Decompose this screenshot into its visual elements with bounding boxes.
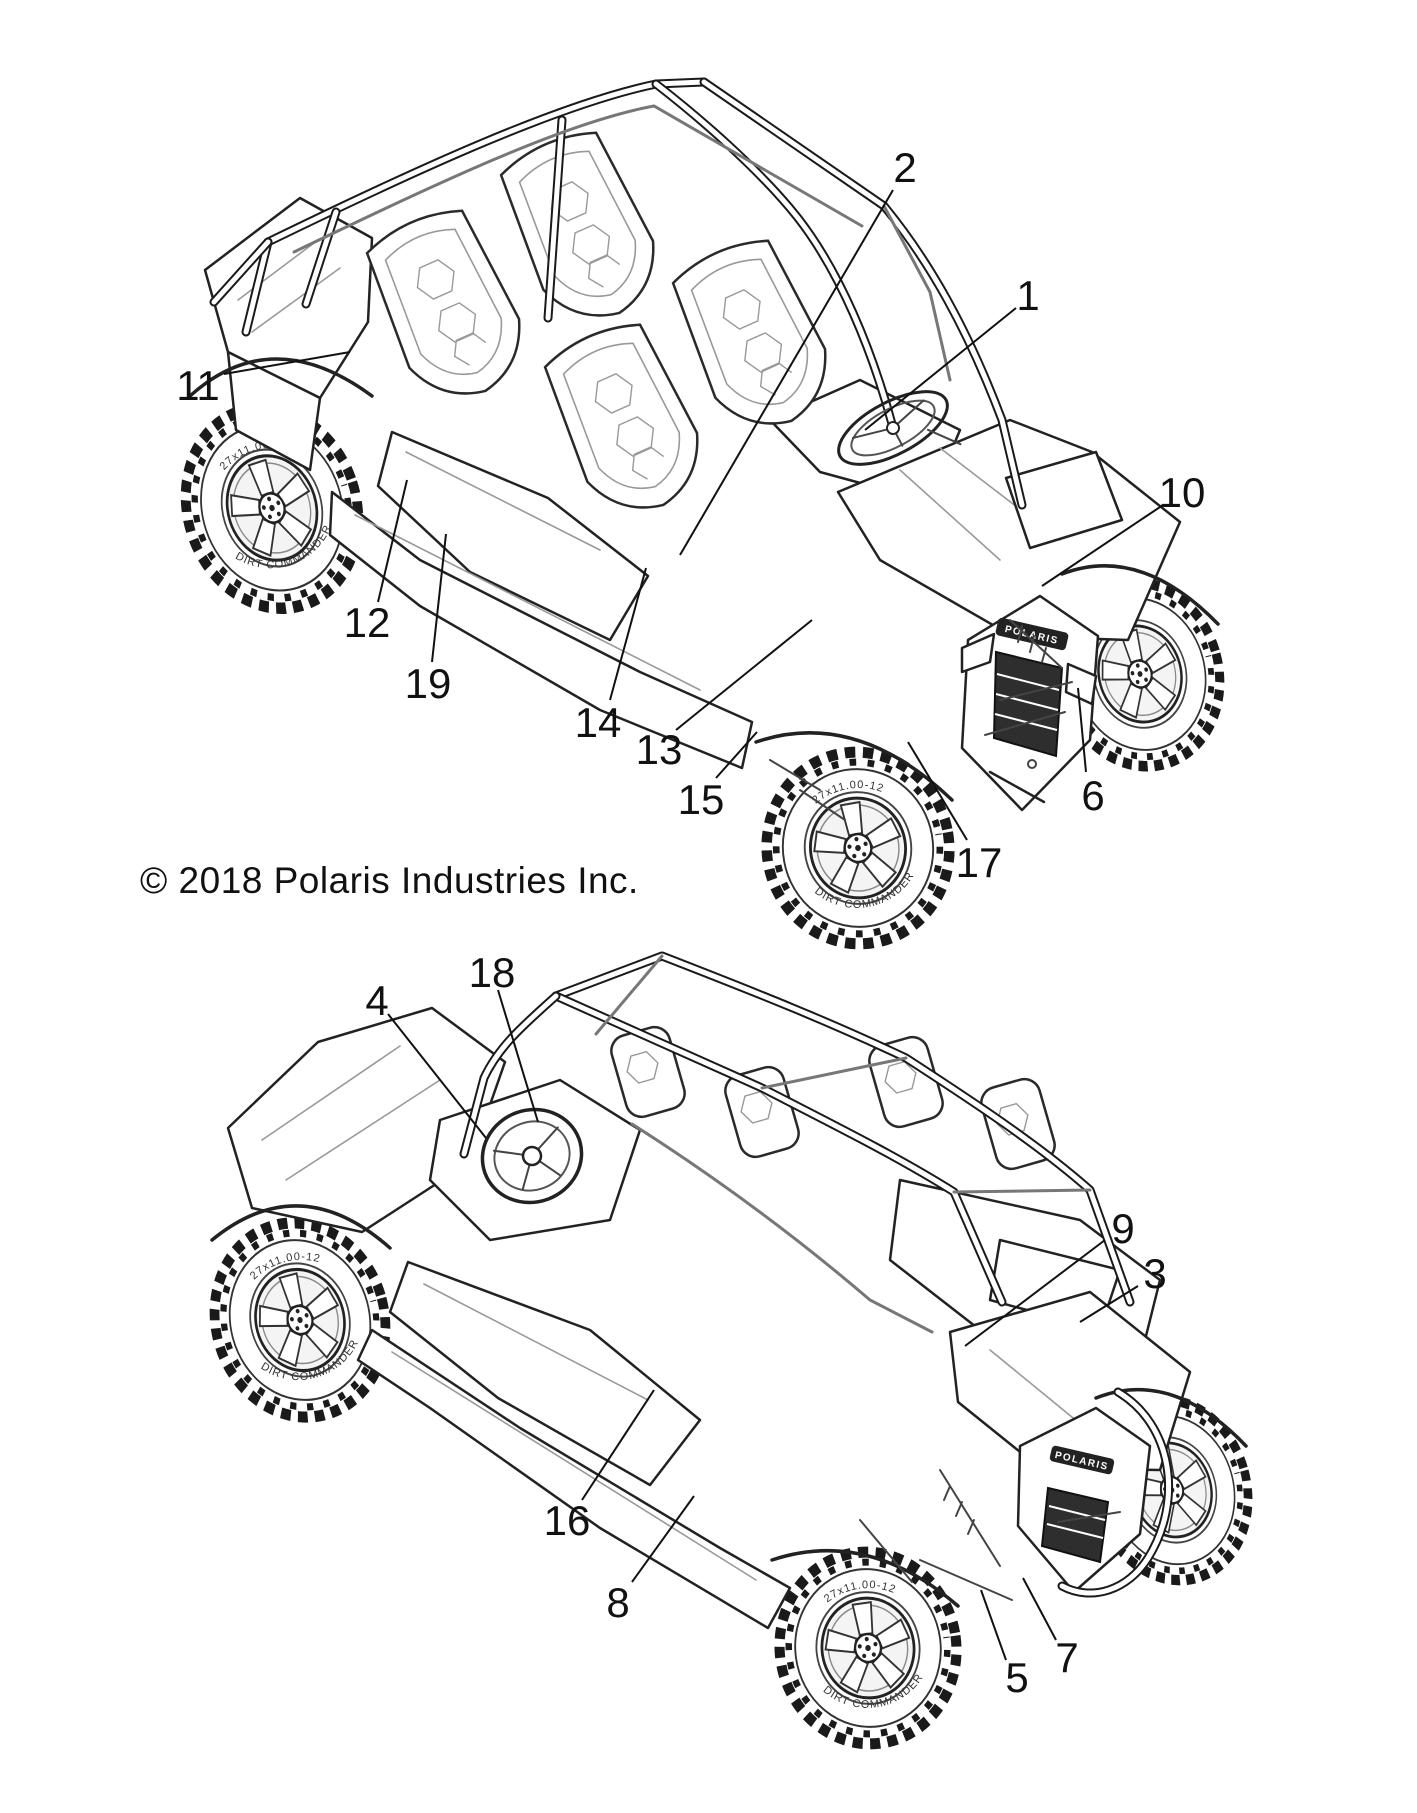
door-crease [405,451,601,551]
front-left-fender-flare [754,731,954,802]
bottom-steering-wheel [480,1107,584,1205]
callout-number-16: 16 [544,1497,591,1544]
top-front-left-wheel [752,738,965,959]
callout-number-11: 11 [176,362,220,409]
leader-line-14 [609,567,647,701]
callout-number-8: 8 [606,1579,629,1626]
door-crease [423,1283,649,1401]
front-bumper-lip [988,770,1046,804]
seat [532,311,720,531]
callout-number-3: 3 [1143,1250,1166,1297]
rocker-panel [356,1328,792,1630]
callout-6: 6 [1077,687,1105,819]
copyright-notice: © 2018 Polaris Industries Inc. [140,860,639,901]
top-steering-wheel [837,390,962,466]
leader-line-12 [377,479,408,603]
callout-number-17: 17 [956,839,1003,886]
leader-line-5 [980,1589,1007,1661]
callout-8: 8 [606,1495,695,1626]
callout-5: 5 [980,1589,1029,1701]
bottom-roll-cage [459,951,1135,1334]
callout-number-7: 7 [1055,1634,1078,1681]
callout-12: 12 [344,479,408,646]
leader-line-3 [1079,1285,1139,1323]
callout-number-13: 13 [636,726,683,773]
callout-number-5: 5 [1005,1654,1028,1701]
rocker-panel [328,490,754,770]
callout-18: 18 [469,949,539,1123]
callout-10: 10 [1041,469,1206,587]
callout-number-12: 12 [344,599,391,646]
callout-9: 9 [964,1205,1135,1347]
callout-number-14: 14 [575,699,622,746]
leader-line-18 [497,989,539,1123]
leader-line-11 [223,351,351,375]
leader-line-16 [581,1389,655,1501]
front-grille [1040,1486,1110,1564]
front-right-fender-flare [1060,564,1220,626]
callout-7: 7 [1022,1577,1079,1681]
callout-number-18: 18 [469,949,516,996]
bottom-suspension-details [859,1469,1121,1601]
rear-panel-lines [237,239,341,333]
callout-1: 1 [864,272,1040,431]
callout-19: 19 [405,533,452,707]
leader-line-13 [675,619,813,731]
callout-number-4: 4 [365,977,388,1024]
callout-4: 4 [365,977,487,1139]
rear-deck-lines [261,1045,441,1181]
callout-number-15: 15 [678,776,725,823]
leader-line-2 [679,189,894,556]
leader-line-19 [431,533,447,663]
vehicle-illustration-bottom: 27x11.00-12 DIRT COMMANDER 27x11.00-12 D… [193,951,1268,1756]
leader-line-9 [964,1239,1106,1347]
callout-number-19: 19 [405,660,452,707]
callout-17: 17 [907,741,1003,886]
callout-11: 11 [176,351,351,409]
leader-line-4 [387,1013,487,1139]
rocker-line [391,1351,757,1581]
hood-panel [948,1290,1192,1472]
callout-13: 13 [636,619,813,773]
door-panel [388,1260,702,1487]
bottom-rear-left-wheel [193,1204,407,1437]
callout-number-6: 6 [1081,772,1104,819]
leader-line-17 [907,741,968,841]
headlight-left [960,632,996,674]
seat [354,197,542,417]
leader-line-7 [1022,1577,1057,1641]
bottom-front-left-wheel [767,1541,969,1756]
leader-line-6 [1077,687,1087,773]
leader-line-1 [864,307,1017,431]
callouts-top-view: 2 1 10 11 12 19 14 13 [176,144,1205,886]
callout-number-1: 1 [1016,272,1039,319]
callout-14: 14 [575,567,647,746]
seat [488,119,676,339]
front-grille [992,650,1064,758]
rear-fender-flare [210,1204,392,1250]
rocker-line [354,514,701,691]
leader-line-15 [715,731,758,779]
callout-2: 2 [679,144,917,556]
callouts-bottom-view: 4 18 9 3 16 8 5 7 [365,949,1166,1701]
callout-number-2: 2 [893,144,916,191]
rear-lower-panel [226,350,322,472]
top-roll-cage [209,77,1027,510]
callout-15: 15 [678,731,758,823]
callout-number-9: 9 [1111,1205,1134,1252]
callout-16: 16 [544,1389,655,1544]
door-panel [376,430,650,642]
top-suspension-details [769,619,1073,821]
front-left-fender-flare [770,1549,960,1608]
leader-line-10 [1041,504,1164,587]
callout-number-10: 10 [1159,469,1206,516]
callout-3: 3 [1079,1250,1167,1323]
rear-fender-flare [188,357,374,398]
vehicle-illustration-top: 27x11.00-12 DIRT COMMANDER 27x11.00-12 D… [160,77,1240,959]
leader-line-8 [631,1495,695,1583]
hood-vent [1004,450,1124,550]
